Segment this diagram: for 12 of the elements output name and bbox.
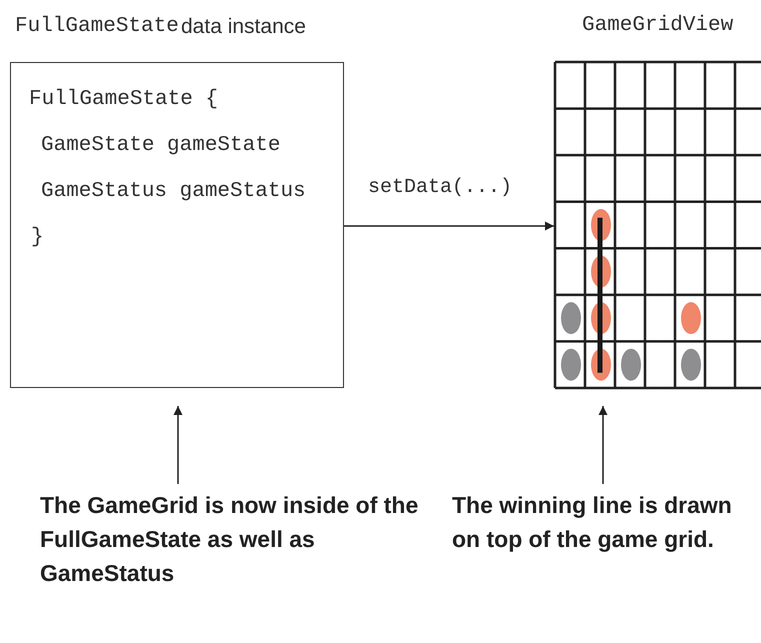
annotation-text: The GameGrid is now inside of the FullGameState as well as GameStatus <box>40 488 440 590</box>
class-name-heading: FullGameState <box>15 15 179 38</box>
view-heading: GameGridView <box>582 14 734 37</box>
code-line: } <box>31 226 44 249</box>
arrow <box>598 406 608 484</box>
arrow <box>174 406 182 484</box>
code-line: GameStatus gameStatus <box>41 180 306 203</box>
arrow <box>344 222 554 230</box>
annotation-text: The winning line is drawn on top of the game grid. <box>452 488 757 556</box>
box-heading: data instance <box>181 15 306 39</box>
code-line: FullGameState { <box>29 88 218 111</box>
code-line: GameState gameState <box>41 134 280 157</box>
